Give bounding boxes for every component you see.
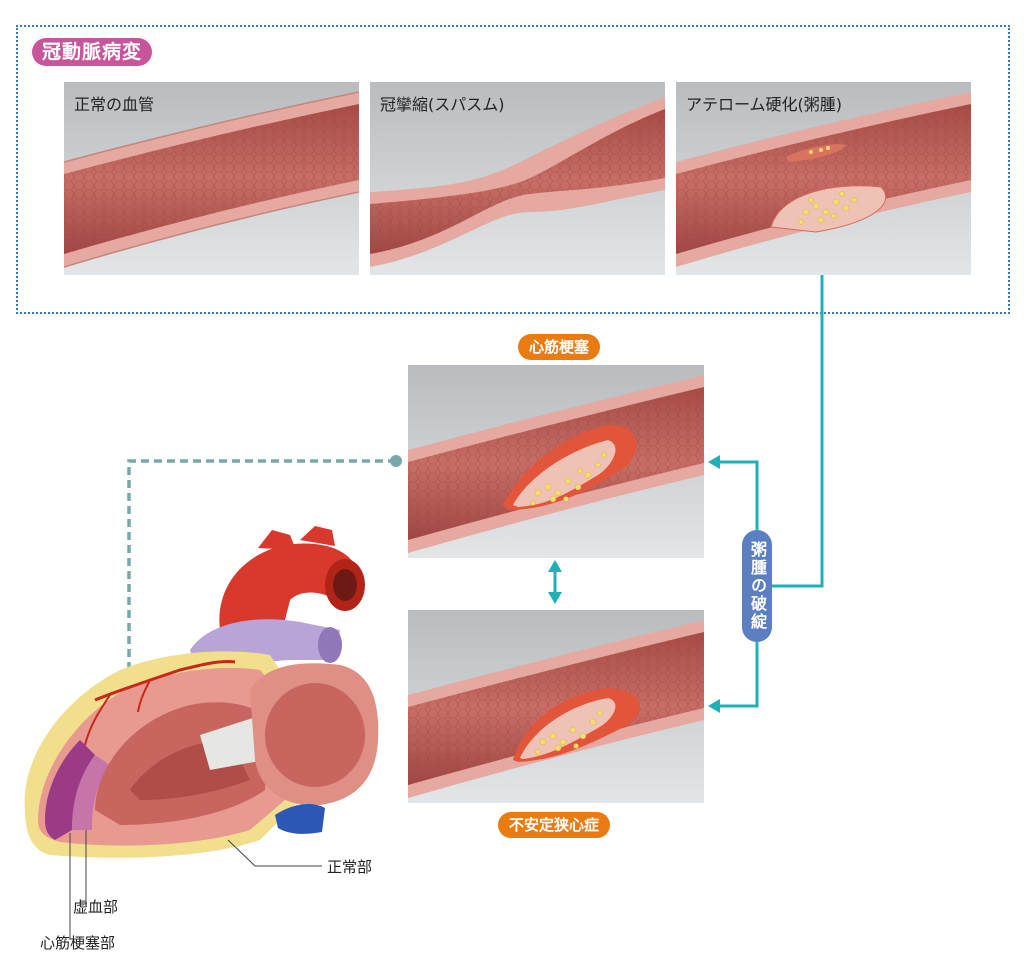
- panel-label-normal: 正常の血管: [74, 95, 155, 114]
- connector-dot: [390, 455, 402, 467]
- panel-label-atheroma: アテローム硬化(粥腫): [686, 95, 843, 114]
- label-infarct-part: 心筋梗塞部: [40, 934, 116, 952]
- label-ischemic-part: 虚血部: [73, 898, 119, 916]
- plaque-rupture-label: 粥腫の破綻: [742, 530, 772, 642]
- section-title-badge: 冠動脈病変: [30, 36, 155, 68]
- teal-connector-lines: [553, 275, 824, 708]
- unstable-angina-badge: 不安定狭心症: [498, 812, 611, 838]
- teal-arrowheads: [548, 455, 720, 713]
- panel-spasm: 冠攣縮(スパスム): [370, 82, 665, 275]
- callout-leaders: [69, 830, 322, 940]
- infarction-badge: 心筋梗塞: [518, 334, 601, 360]
- dashed-connector-line: [127, 459, 396, 690]
- panel-normal-vessel: 正常の血管: [64, 82, 359, 275]
- coronary-lesion-frame: [16, 25, 1010, 314]
- panel-label-spasm: 冠攣縮(スパスム): [380, 95, 505, 114]
- panel-infarction: [408, 365, 704, 558]
- label-normal-part: 正常部: [327, 858, 373, 876]
- panel-unstable-angina: [408, 610, 704, 803]
- heart-illustration: [24, 526, 379, 858]
- panel-atheroma: アテローム硬化(粥腫): [676, 82, 971, 275]
